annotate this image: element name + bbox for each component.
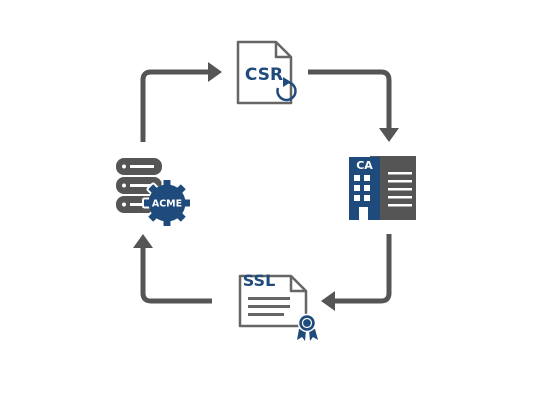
arrow-heads [133,62,399,311]
arrowhead-right-icon [208,62,222,82]
acme-label: ACME [152,199,182,210]
csr-label: CSR [245,65,283,85]
arrow-ssl-to-acme [140,246,212,304]
ssl-certificate-icon: SSL [238,271,318,341]
cycle-arrows [140,69,392,304]
arrowhead-left-icon [321,291,335,311]
ca-label: CA [356,159,373,172]
refresh-icon [276,80,297,102]
gear-icon: ACME [142,178,192,228]
arrowhead-down-icon [379,128,399,142]
refresh-arrowhead-icon [283,77,291,87]
csr-document-refresh-icon: CSR [236,40,297,105]
arrowhead-up-icon [133,234,153,248]
certificate-seal-icon [297,313,318,341]
acme-server-gear-icon: ACME [116,158,192,228]
arrow-acme-to-csr [140,69,210,142]
arrow-ca-to-ssl [333,234,392,304]
ssl-label: SSL [243,271,276,290]
arrow-csr-to-ca [308,69,392,130]
certificate-authority-building-icon: CA [349,156,416,220]
